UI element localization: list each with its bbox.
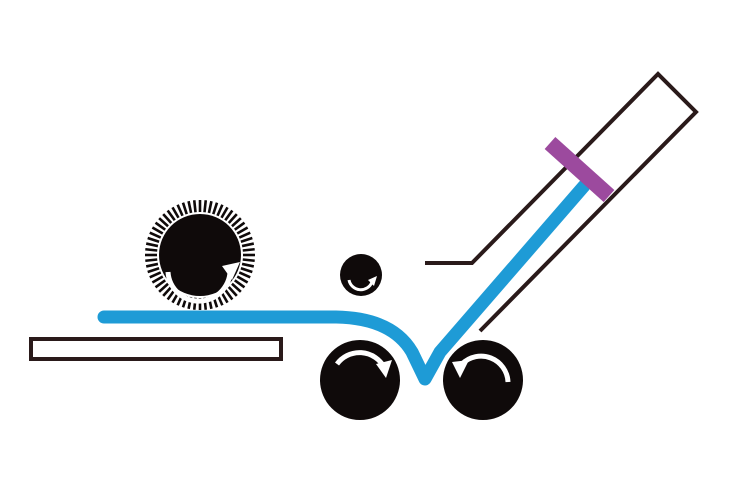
brush-bristle [231, 282, 242, 293]
rotation-arrowhead [222, 262, 240, 280]
right-feed-roller-rotation-icon [452, 353, 511, 383]
left-feed-roller-rotation-icon [334, 350, 392, 378]
brush-bristle [162, 286, 173, 297]
brush-bristle [212, 202, 219, 215]
brush-bristle [220, 206, 229, 219]
brush-bristle [227, 286, 238, 297]
brush-bristle [147, 267, 160, 274]
paper-stopper [544, 137, 615, 202]
brush-bristle [176, 204, 184, 217]
rotation-arrowhead [452, 360, 469, 378]
brush-bristle [224, 209, 234, 221]
right-feed-roller [443, 340, 523, 420]
brush-bristle [234, 279, 246, 289]
brush-bristle [149, 231, 162, 239]
brush-bristle [236, 275, 249, 284]
brush-bristle [203, 200, 208, 213]
brush-bristle [154, 221, 166, 231]
chute-left-wall [425, 71, 699, 333]
brush-bristle [242, 247, 255, 252]
brush-bristle [149, 271, 162, 279]
brush-bristle [145, 247, 158, 252]
brush-roller-rotation-icon [165, 262, 240, 304]
brush-bristle [216, 204, 224, 217]
brush-bristle [238, 231, 251, 239]
rotation-arrowhead [376, 360, 392, 378]
brush-bristle [192, 200, 197, 213]
rotation-arc [334, 350, 387, 369]
brush-bristle [158, 217, 169, 228]
brush-bristle [162, 213, 173, 224]
brush-bristle [224, 289, 234, 301]
brush-bristle [166, 209, 176, 221]
brush-bristle [238, 271, 251, 279]
brush-bristle [220, 291, 229, 304]
paper-path [97, 179, 591, 386]
brush-bristle [240, 267, 253, 274]
brush-bristle [147, 236, 160, 243]
rotation-arc [460, 353, 511, 383]
brush-bristle [187, 200, 193, 214]
brush-bristle [240, 236, 253, 243]
input-tray [29, 337, 283, 361]
brush-bristle [242, 258, 255, 263]
brush-bristle [207, 200, 213, 214]
idler-roller-rotation-icon [347, 276, 377, 292]
brush-bristle [234, 221, 246, 231]
rotation-arrowhead [368, 276, 377, 286]
brush-bristle [151, 226, 164, 235]
brush-bristle [236, 226, 249, 235]
brush-bristle [171, 206, 180, 219]
rotation-arc [347, 279, 374, 292]
brush-bristle [151, 275, 164, 284]
brush-bristle [231, 217, 242, 228]
brush-bristle [241, 262, 255, 268]
brush-bristle [158, 282, 169, 293]
brush-bristle [241, 242, 255, 248]
brush-bristle [145, 258, 158, 263]
brush-bristle [154, 279, 166, 289]
brush-bristle [145, 242, 159, 248]
brush-bristle [227, 213, 238, 224]
brush-bristle [181, 202, 188, 215]
brush-roller-core [159, 214, 241, 296]
rotation-arc [165, 267, 233, 304]
brush-bristle [145, 262, 159, 268]
